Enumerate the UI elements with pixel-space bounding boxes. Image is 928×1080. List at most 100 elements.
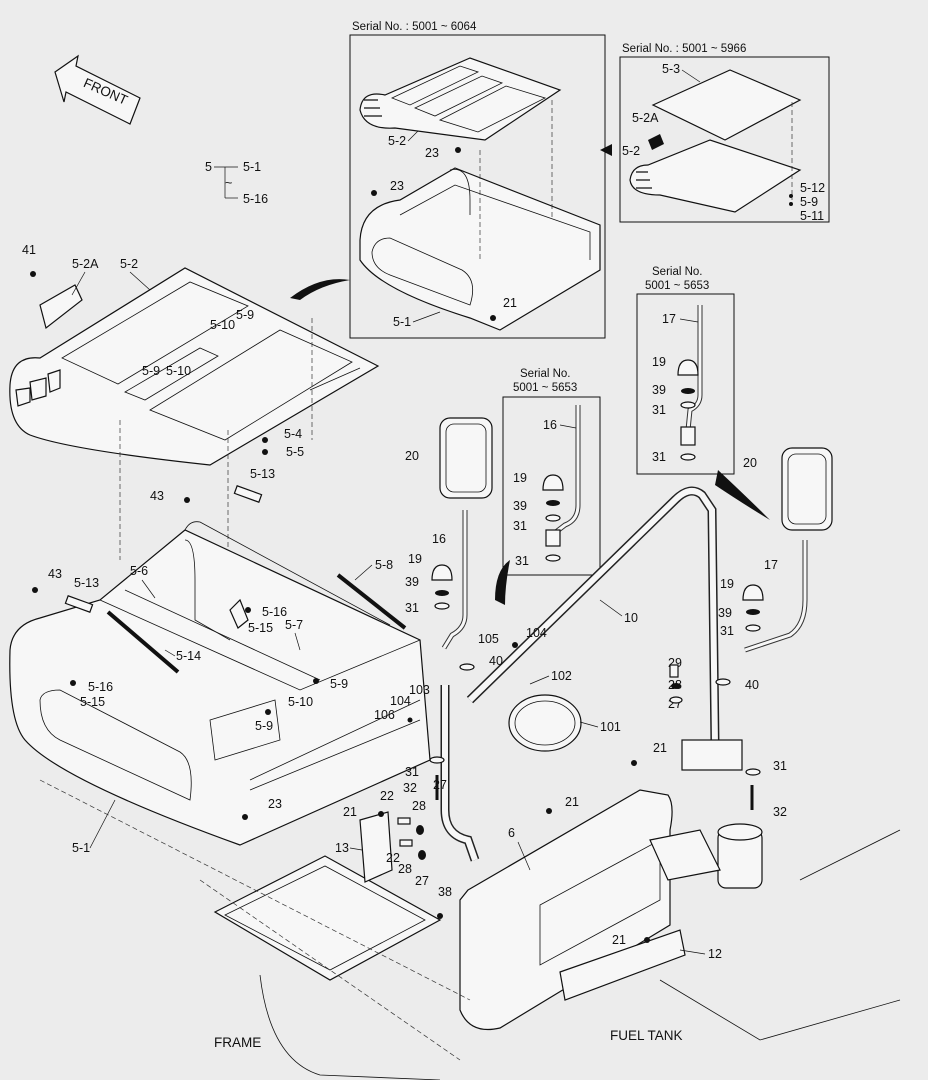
ghost-outlines: FRAME FUEL TANK	[39, 779, 901, 1080]
label-27b: 27	[433, 778, 447, 792]
inset-mid-title2: 5001 ~ 5653	[513, 382, 577, 394]
label-41: 41	[22, 243, 36, 257]
label-5-9c: 5-9	[330, 677, 348, 691]
label-5-14: 5-14	[176, 649, 201, 663]
label-31b: 31	[405, 765, 419, 779]
inset-right-5-11: 5-11	[800, 209, 824, 223]
label-5-16a: 5-16	[262, 605, 287, 619]
label-5-1: 5-1	[72, 841, 90, 855]
frame-label: FRAME	[214, 1035, 261, 1050]
label-23: 23	[268, 797, 282, 811]
inset-top-21: 21	[503, 296, 517, 310]
label-5-2: 5-2	[120, 257, 138, 271]
label-19a: 19	[408, 552, 422, 566]
guard-bar: 10 101 102 105 104 40 103 104 106 31 32 …	[374, 486, 787, 862]
label-5-10a: 5-10	[210, 318, 235, 332]
label-16: 16	[432, 532, 446, 546]
label-5-9d: 5-9	[255, 719, 273, 733]
group-first: 5-1	[243, 160, 261, 174]
inset-top-23b: 23	[390, 179, 404, 193]
label-104a: 104	[526, 626, 547, 640]
inset-right-5-2: 5-2	[622, 144, 640, 158]
inset-right-5-12: 5-12	[800, 181, 825, 195]
inset-mid-19: 19	[513, 471, 527, 485]
label-5-15b: 5-15	[80, 695, 105, 709]
inset-middle: Serial No. 5001 ~ 5653 16 19 39 31 31	[502, 368, 601, 576]
label-43b: 43	[48, 567, 62, 581]
group-dots: ~	[225, 176, 232, 190]
inset-mid-31b: 31	[515, 554, 529, 568]
label-32b: 32	[773, 805, 787, 819]
label-102: 102	[551, 669, 572, 683]
inset-top-5-2: 5-2	[388, 134, 406, 148]
tank-cover: 6 21 21 12	[459, 789, 763, 1031]
label-38: 38	[438, 885, 452, 899]
label-39b: 39	[718, 606, 732, 620]
label-5-9b: 5-9	[142, 364, 160, 378]
label-31c: 31	[720, 624, 734, 638]
label-104b: 104	[390, 694, 411, 708]
inset-top-title: Serial No. : 5001 ~ 6064	[352, 21, 477, 33]
inset-ur-title2: 5001 ~ 5653	[645, 280, 709, 292]
inset-upper-right: Serial No. 5001 ~ 5653 17 19 39 31 31	[636, 266, 735, 475]
label-22b: 22	[386, 851, 400, 865]
label-5-9a: 5-9	[236, 308, 254, 322]
roof-assembly: 41 5-2A 5-2 5-9 5-10 5-9 5-10 5-4 5-5	[9, 243, 380, 720]
label-5-5: 5-5	[286, 445, 304, 459]
label-28b: 28	[412, 799, 426, 813]
label-21c: 21	[343, 805, 357, 819]
label-106: 106	[374, 708, 395, 722]
label-5-8: 5-8	[375, 558, 393, 572]
fuel-tank-label: FUEL TANK	[610, 1028, 683, 1043]
inset-ur-17: 17	[662, 312, 676, 326]
mirror-right: 20 17 19 39 31	[718, 447, 833, 653]
inset-mid-39: 39	[513, 499, 527, 513]
label-5-2a: 5-2A	[72, 257, 99, 271]
inset-ur-39: 39	[652, 383, 666, 397]
group-last: 5-16	[243, 192, 268, 206]
inset-ur-19: 19	[652, 355, 666, 369]
label-5-15a: 5-15	[248, 621, 273, 635]
cab-body: 43 5-13 43 5-8 5-6 5-13 5-16 5-15 5-7 5-…	[9, 467, 431, 855]
label-5-10c: 5-10	[288, 695, 313, 709]
step-assembly: 13 21 22 28 27 22 28 27 38	[213, 778, 452, 981]
label-19b: 19	[720, 577, 734, 591]
label-12: 12	[708, 947, 722, 961]
front-arrow: FRONT	[54, 54, 141, 125]
inset-mid-title1: Serial No.	[520, 368, 571, 380]
label-21a: 21	[653, 741, 667, 755]
inset-top: Serial No. : 5001 ~ 6064 5-2 23 23 21 5-…	[349, 21, 606, 339]
label-5-16b: 5-16	[88, 680, 113, 694]
label-13: 13	[335, 841, 349, 855]
inset-top-23a: 23	[425, 146, 439, 160]
label-10: 10	[624, 611, 638, 625]
label-31a: 31	[405, 601, 419, 615]
label-22a: 22	[380, 789, 394, 803]
group-root: 5	[205, 160, 212, 174]
label-5-6: 5-6	[130, 564, 148, 578]
inset-mid-16: 16	[543, 418, 557, 432]
group-legend: 5 5-1 ~ 5-16	[205, 160, 268, 206]
label-27c: 27	[415, 874, 429, 888]
label-5-4: 5-4	[284, 427, 302, 441]
inset-right-title: Serial No. : 5001 ~ 5966	[622, 43, 746, 55]
inset-right-5-9: 5-9	[800, 195, 818, 209]
label-43a: 43	[150, 489, 164, 503]
label-28c: 28	[398, 862, 412, 876]
inset-ur-31b: 31	[652, 450, 666, 464]
label-40a: 40	[489, 654, 503, 668]
label-17: 17	[764, 558, 778, 572]
label-103: 103	[409, 683, 430, 697]
inset-right-5-2a: 5-2A	[632, 111, 659, 125]
inset-mid-31a: 31	[513, 519, 527, 533]
inset-ur-31a: 31	[652, 403, 666, 417]
inset-right: Serial No. : 5001 ~ 5966 5-3 5-2A 5-2 5-…	[600, 43, 830, 223]
label-39a: 39	[405, 575, 419, 589]
label-20a: 20	[405, 449, 419, 463]
label-101: 101	[600, 720, 621, 734]
label-5-7: 5-7	[285, 618, 303, 632]
label-20b: 20	[743, 456, 757, 470]
inset-top-5-1: 5-1	[393, 315, 411, 329]
